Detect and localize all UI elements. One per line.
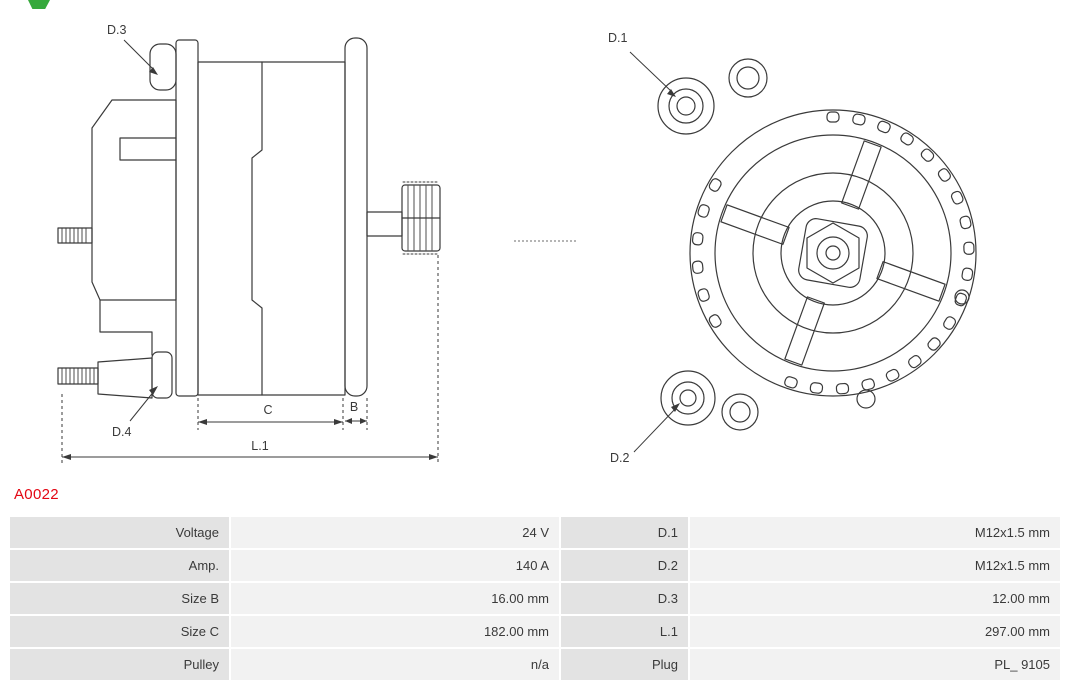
spec-value-cell: M12x1.5 mm bbox=[690, 517, 1060, 548]
stator-body bbox=[197, 61, 346, 396]
spec-label-cell: D.1 bbox=[561, 517, 688, 548]
cooling-fins bbox=[691, 111, 975, 395]
spec-label-cell: Size C bbox=[10, 616, 229, 647]
rear-face-circles bbox=[714, 134, 952, 372]
front-mounting-plate bbox=[344, 37, 368, 397]
dim-label-d3: D.3 bbox=[107, 23, 127, 37]
bracket-spokes bbox=[720, 140, 946, 366]
spec-value-cell: M12x1.5 mm bbox=[690, 550, 1060, 581]
rear-view-diagram: D.1 D.2 bbox=[608, 31, 977, 465]
mounting-holes bbox=[657, 58, 970, 431]
rear-dimensions bbox=[629, 51, 680, 453]
dim-label-c: C bbox=[263, 403, 272, 417]
rear-housing-outline bbox=[91, 99, 177, 356]
spec-value-cell: n/a bbox=[231, 649, 559, 680]
spec-label-cell: L.1 bbox=[561, 616, 688, 647]
dim-label-d2: D.2 bbox=[610, 451, 630, 465]
spec-label-cell: D.3 bbox=[561, 583, 688, 614]
side-dimensions bbox=[61, 39, 439, 463]
dim-label-b: B bbox=[350, 400, 358, 414]
housing-contour bbox=[689, 109, 977, 397]
spec-value-cell: 12.00 mm bbox=[690, 583, 1060, 614]
spec-value-cell: 140 A bbox=[231, 550, 559, 581]
spec-value-cell: 297.00 mm bbox=[690, 616, 1060, 647]
spec-table: Voltage 24 V D.1 M12x1.5 mm Amp. 140 A D… bbox=[10, 517, 1060, 680]
spec-value-cell: 24 V bbox=[231, 517, 559, 548]
spec-label-cell: Size B bbox=[10, 583, 229, 614]
rear-mounting-plate bbox=[97, 39, 199, 399]
threaded-studs bbox=[57, 227, 99, 385]
dim-label-d4: D.4 bbox=[112, 425, 132, 439]
center-dotted-line bbox=[514, 240, 576, 242]
brand-logo-fragment bbox=[28, 0, 50, 9]
spec-value-cell: PL_ 9105 bbox=[690, 649, 1060, 680]
spec-label-cell: Pulley bbox=[10, 649, 229, 680]
dim-label-d1: D.1 bbox=[608, 31, 628, 45]
spec-value-cell: 16.00 mm bbox=[231, 583, 559, 614]
spec-label-cell: D.2 bbox=[561, 550, 688, 581]
spec-label-cell: Amp. bbox=[10, 550, 229, 581]
shaft-and-pulley bbox=[366, 181, 441, 255]
part-number: A0022 bbox=[14, 486, 59, 503]
spec-value-cell: 182.00 mm bbox=[231, 616, 559, 647]
side-view-diagram: D.3 D.4 C B L.1 bbox=[57, 23, 441, 463]
spec-label-cell: Plug bbox=[561, 649, 688, 680]
dim-label-l1: L.1 bbox=[251, 439, 268, 453]
shaft-nut bbox=[798, 218, 868, 288]
spec-label-cell: Voltage bbox=[10, 517, 229, 548]
